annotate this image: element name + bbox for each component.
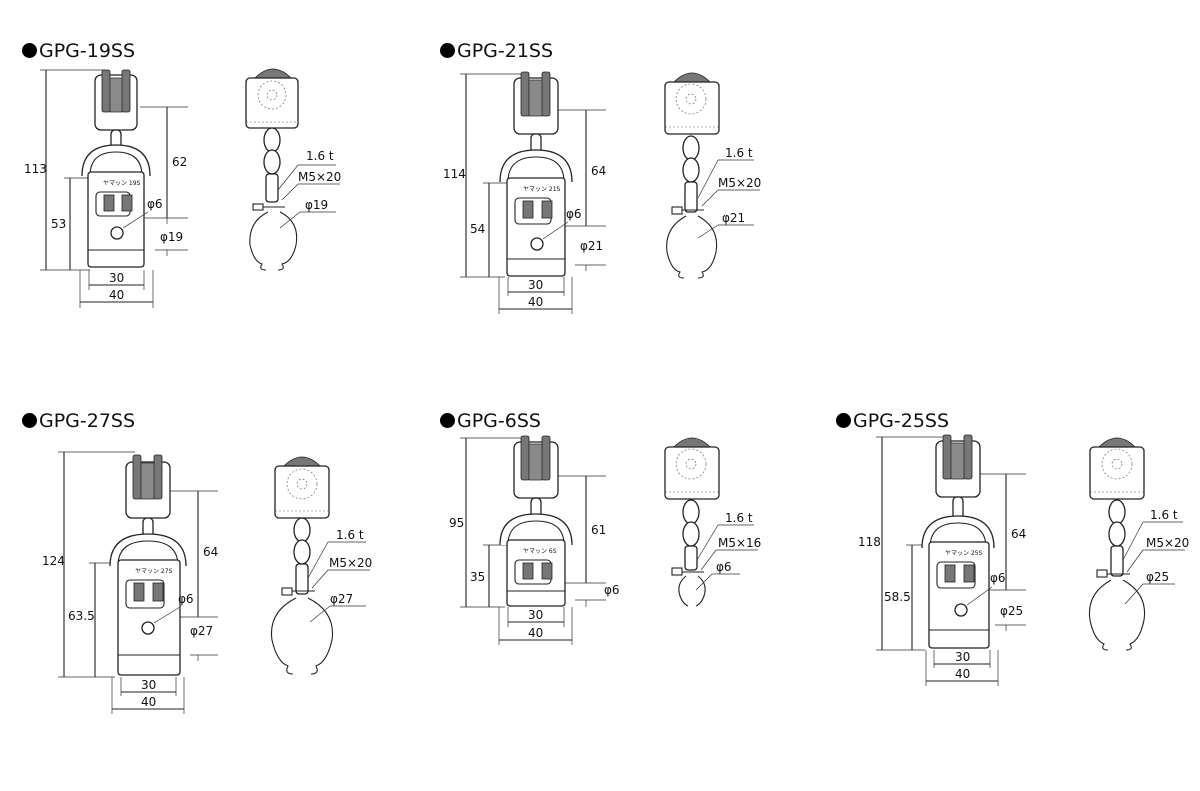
dim-inner-width: 30	[955, 650, 970, 664]
dim-upper-height: 64	[591, 164, 606, 178]
dim-inner-width: 30	[528, 608, 543, 622]
product-title: GPG-27SS	[22, 410, 135, 432]
side-bolt: M5×16	[718, 536, 761, 550]
model-marking: ヤマッン 27S	[135, 568, 173, 575]
dim-total-height: 124	[42, 554, 65, 568]
dim-lower-height: 63.5	[68, 609, 95, 623]
side-ring: φ19	[305, 198, 328, 212]
dim-upper-height: 64	[1011, 527, 1026, 541]
side-bolt: M5×20	[718, 176, 761, 190]
bullet-icon	[440, 43, 455, 58]
side-bolt: M5×20	[298, 170, 341, 184]
dim-hole: φ6	[566, 207, 582, 221]
side-thickness: 1.6 t	[1150, 508, 1178, 522]
side-ring: φ25	[1146, 570, 1169, 584]
dim-hole: φ6	[178, 592, 194, 606]
dim-ring-diameter: φ21	[580, 239, 603, 253]
product-title-text: GPG-21SS	[457, 40, 554, 62]
dim-ring-diameter: φ19	[160, 230, 183, 244]
bullet-icon	[22, 413, 37, 428]
model-marking: ヤマッン 25S	[945, 550, 983, 557]
bullet-icon	[22, 43, 37, 58]
dim-outer-width: 40	[109, 288, 124, 302]
dim-total-height: 113	[24, 162, 47, 176]
dim-total-height: 114	[443, 167, 466, 181]
dim-outer-width: 40	[528, 626, 543, 640]
dim-ring-diameter: φ27	[190, 624, 213, 638]
dim-hole: φ6	[147, 197, 163, 211]
dim-upper-height: 64	[203, 545, 218, 559]
side-bolt: M5×20	[1146, 536, 1189, 550]
dim-lower-height: 35	[470, 570, 485, 584]
side-ring: φ21	[722, 211, 745, 225]
dim-lower-height: 58.5	[884, 590, 911, 604]
model-marking: ヤマッン 21S	[523, 186, 561, 193]
bullet-icon	[440, 413, 455, 428]
dim-ring-diameter: φ6	[604, 583, 620, 597]
dim-outer-width: 40	[955, 667, 970, 681]
product-title: GPG-19SS	[22, 40, 135, 62]
product-title-text: GPG-6SS	[457, 410, 541, 432]
dim-upper-height: 62	[172, 155, 187, 169]
model-marking: ヤマッン 19S	[103, 180, 141, 187]
dim-inner-width: 30	[528, 278, 543, 292]
product-title: GPG-21SS	[440, 40, 553, 62]
dim-lower-height: 53	[51, 217, 66, 231]
product-title: GPG-25SS	[836, 410, 949, 432]
product-title-text: GPG-25SS	[853, 410, 950, 432]
side-ring: φ27	[330, 592, 353, 606]
dim-outer-width: 40	[528, 295, 543, 309]
dim-inner-width: 30	[109, 271, 124, 285]
product-title-text: GPG-27SS	[39, 410, 136, 432]
model-marking: ヤマッン 6S	[523, 548, 557, 555]
side-thickness: 1.6 t	[725, 511, 753, 525]
product-title: GPG-6SS	[440, 410, 541, 432]
dim-total-height: 118	[858, 535, 881, 549]
dim-outer-width: 40	[141, 695, 156, 709]
product-title-text: GPG-19SS	[39, 40, 136, 62]
dim-upper-height: 61	[591, 523, 606, 537]
dim-inner-width: 30	[141, 678, 156, 692]
side-bolt: M5×20	[329, 556, 372, 570]
dim-total-height: 95	[449, 516, 464, 530]
side-thickness: 1.6 t	[725, 146, 753, 160]
dim-lower-height: 54	[470, 222, 485, 236]
dim-ring-diameter: φ25	[1000, 604, 1023, 618]
side-thickness: 1.6 t	[336, 528, 364, 542]
side-thickness: 1.6 t	[306, 149, 334, 163]
bullet-icon	[836, 413, 851, 428]
dim-hole: φ6	[990, 571, 1006, 585]
side-ring: φ6	[716, 560, 732, 574]
